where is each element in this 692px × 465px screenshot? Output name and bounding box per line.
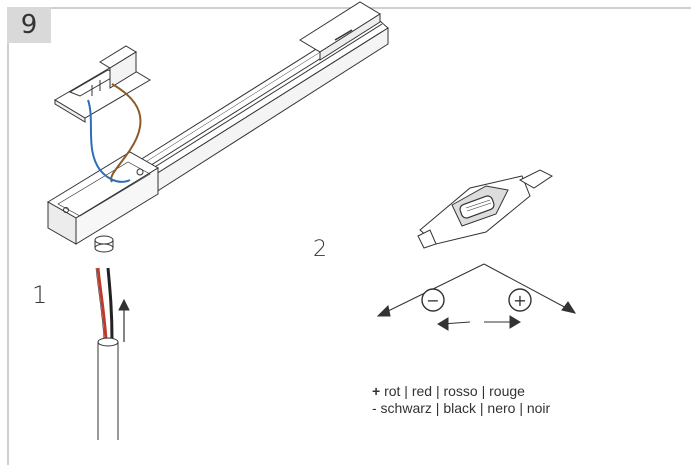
wire-color-legend: + rot | red | rosso | rouge - schwarz | … <box>372 383 550 417</box>
plus-symbol: + <box>513 291 526 310</box>
panel-frame <box>7 7 691 465</box>
connector-icon <box>417 169 553 249</box>
step-label-1: 1 <box>32 281 48 309</box>
step-label-2: 2 <box>313 237 327 262</box>
feed-box-icon <box>47 151 159 253</box>
polarity-arrows <box>376 263 577 331</box>
minus-circle-icon <box>421 288 445 312</box>
minus-symbol: − <box>426 291 439 310</box>
plus-circle-icon <box>508 288 532 312</box>
blue-wire <box>87 99 131 183</box>
legend-plus-sign: + <box>372 383 381 399</box>
track-adapter-icon <box>54 45 151 123</box>
track-rail-icon <box>139 1 389 193</box>
step-number-badge: 9 <box>7 7 51 43</box>
legend-row-plus: + rot | red | rosso | rouge <box>372 383 550 400</box>
legend-plus-text: rot | red | rosso | rouge <box>380 383 525 399</box>
legend-row-minus: - schwarz | black | nero | noir <box>372 400 551 416</box>
cable-icon <box>95 267 130 440</box>
brown-wire <box>110 83 142 183</box>
